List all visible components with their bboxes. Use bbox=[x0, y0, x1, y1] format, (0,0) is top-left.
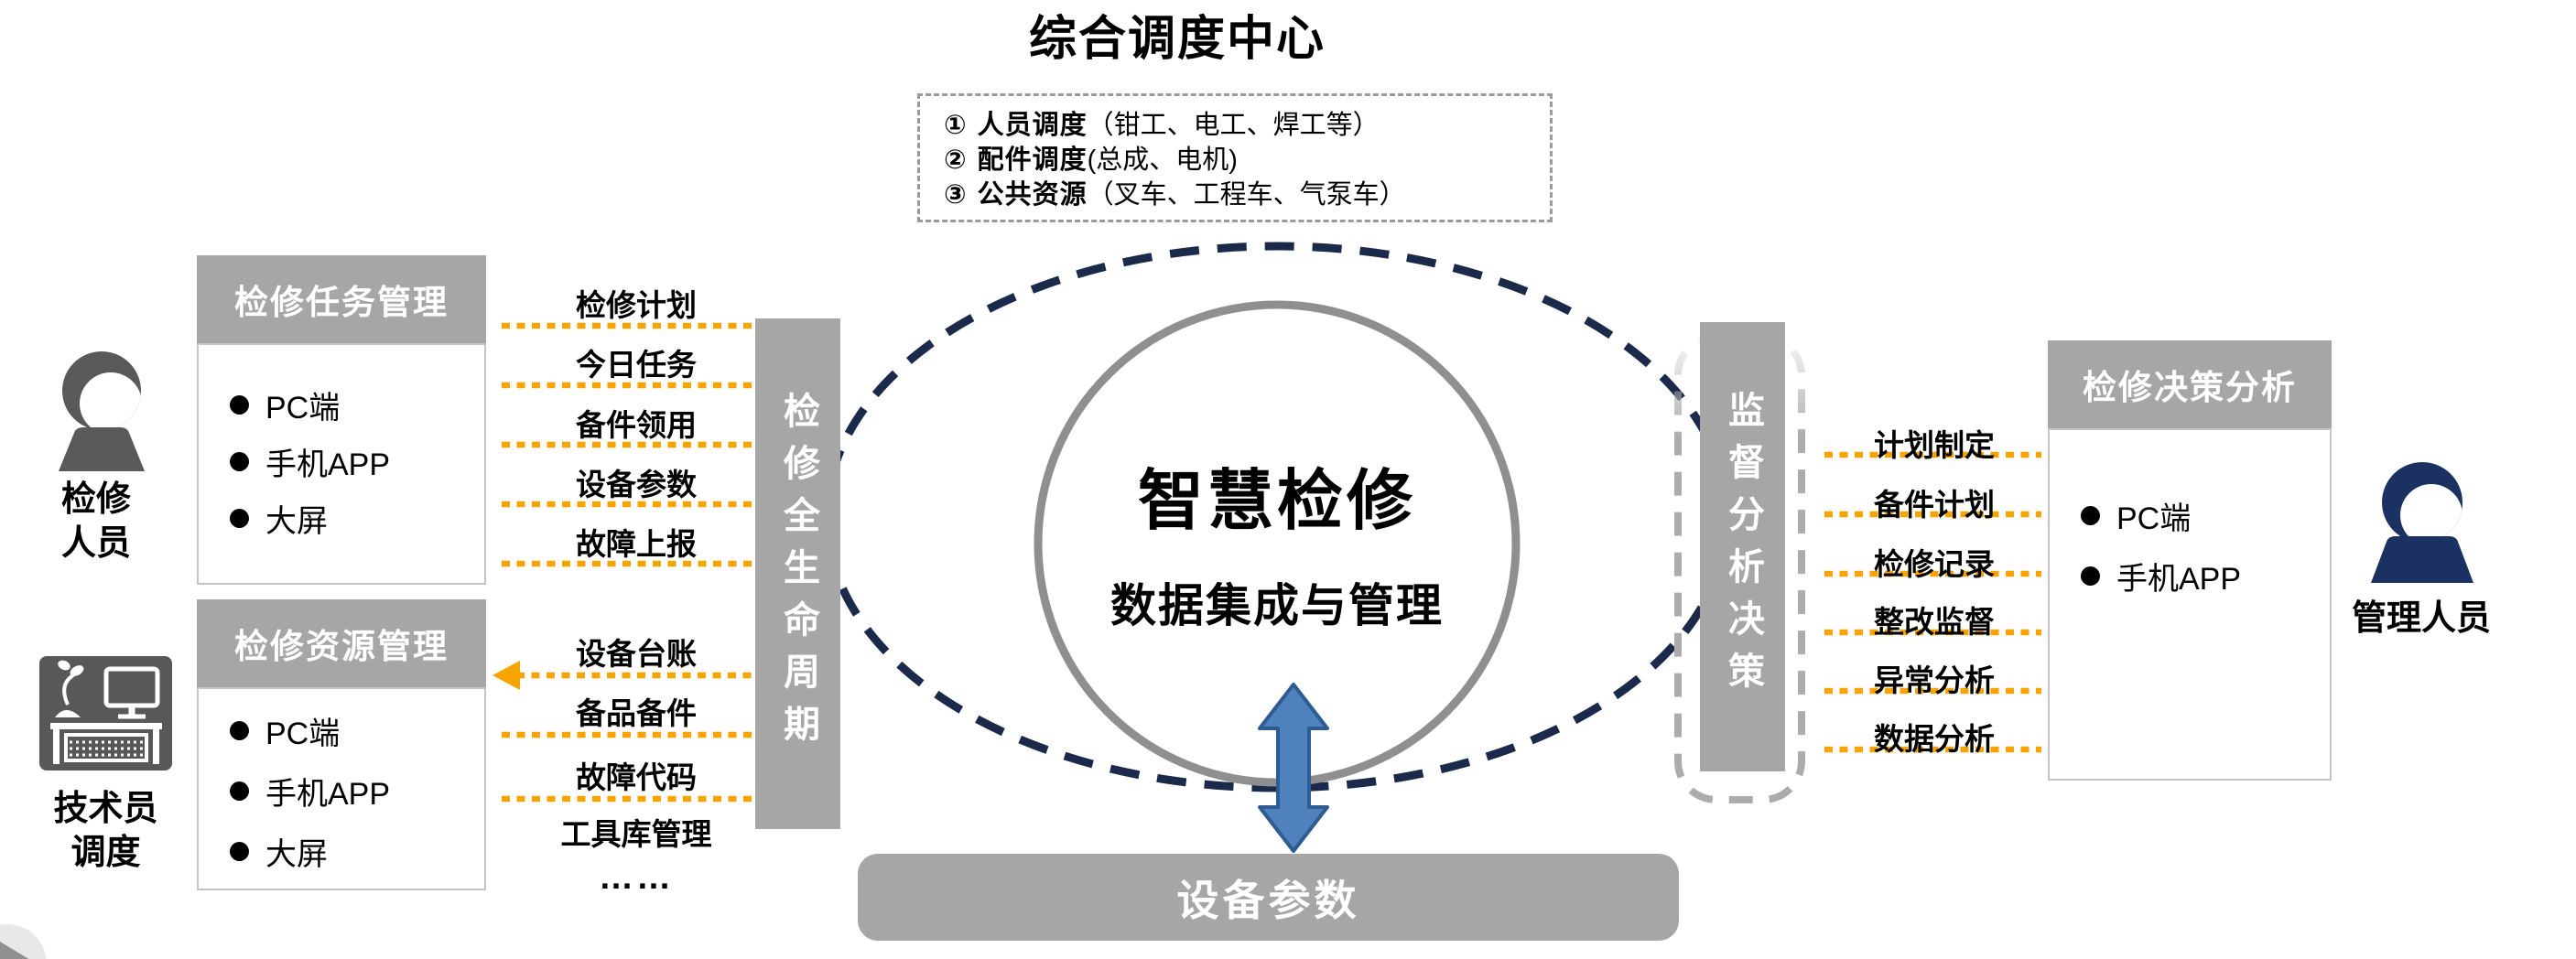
core-subtitle: 数据集成与管理 bbox=[1110, 580, 1444, 631]
decision-analysis-box-title: 检修决策分析 bbox=[2048, 340, 2332, 428]
legend-item-personnel: ① 人员调度（钳工、电工、焊工等） bbox=[944, 108, 1550, 143]
link-device-param: 设备参数 bbox=[576, 468, 697, 501]
bullet-dot-icon bbox=[230, 451, 249, 471]
link-rectify-supervise: 整改监督 bbox=[1874, 605, 1995, 639]
list-item: PC端 bbox=[2050, 485, 2330, 545]
bullet-label: PC端 bbox=[265, 716, 341, 751]
bullet-dot-icon bbox=[230, 781, 249, 801]
link-ellipsis: …… bbox=[599, 858, 674, 897]
link-tool-library: 工具库管理 bbox=[560, 817, 712, 851]
list-item: 大屏 bbox=[199, 490, 484, 546]
list-item: PC端 bbox=[199, 376, 484, 433]
core-title: 智慧检修 bbox=[1137, 465, 1416, 538]
updown-arrow-icon bbox=[1258, 683, 1329, 853]
link-maint-record: 检修记录 bbox=[1874, 547, 1995, 581]
circled-3-icon: ③ bbox=[944, 180, 967, 210]
circled-2-icon: ② bbox=[944, 145, 967, 175]
maintenance-person-label-line1: 检修 bbox=[60, 480, 131, 519]
technician-label-line1: 技术员 bbox=[53, 790, 158, 828]
link-spare-claim: 备件领用 bbox=[576, 408, 697, 442]
maintenance-resource-box-title: 检修资源管理 bbox=[197, 599, 486, 687]
left-arrowhead-icon bbox=[492, 661, 520, 690]
legend-item-parts: ② 配件调度(总成、电机) bbox=[944, 143, 1550, 178]
decision-analysis-box: 检修决策分析 PC端 手机APP bbox=[2048, 340, 2332, 781]
bullet-label: 大屏 bbox=[265, 503, 328, 539]
list-item: 手机APP bbox=[199, 433, 484, 490]
maintenance-task-box-title: 检修任务管理 bbox=[197, 255, 486, 343]
list-item: 手机APP bbox=[199, 760, 484, 821]
maintenance-person-icon bbox=[59, 351, 145, 471]
bullet-dot-icon bbox=[230, 394, 249, 415]
list-item: PC端 bbox=[199, 700, 484, 760]
legend-term: 人员调度 bbox=[977, 111, 1088, 140]
circled-1-icon: ① bbox=[944, 111, 967, 140]
link-plan-making: 计划制定 bbox=[1874, 428, 1995, 462]
bullet-label: 大屏 bbox=[265, 836, 328, 872]
link-device-ledger: 设备台账 bbox=[576, 637, 697, 671]
legend-term: 公共资源 bbox=[977, 180, 1088, 210]
bullet-label: 手机APP bbox=[265, 447, 391, 482]
list-item: 手机APP bbox=[2050, 545, 2330, 606]
supervision-bar: 监督分析决策 bbox=[1700, 322, 1785, 771]
bullet-dot-icon bbox=[2081, 505, 2100, 525]
device-param-bar: 设备参数 bbox=[858, 854, 1679, 941]
bullet-dot-icon bbox=[230, 841, 249, 861]
link-spare-parts: 备品备件 bbox=[576, 696, 697, 730]
technician-label: 技术员 调度 bbox=[39, 787, 172, 875]
manager-label: 管理人员 bbox=[2351, 599, 2491, 638]
technician-desk-icon bbox=[39, 656, 172, 770]
lifecycle-bar: 检修全生命周期 bbox=[755, 318, 840, 829]
lifecycle-bar-label: 检修全生命周期 bbox=[778, 391, 818, 757]
link-data-analysis: 数据分析 bbox=[1874, 722, 1995, 756]
legend-detail: (总成、电机) bbox=[1087, 145, 1238, 175]
link-today-task: 今日任务 bbox=[576, 348, 697, 382]
page-title: 综合调度中心 bbox=[1028, 13, 1326, 66]
supervision-bar-label: 监督分析决策 bbox=[1723, 390, 1763, 704]
link-maint-plan: 检修计划 bbox=[576, 288, 697, 322]
link-fault-report: 故障上报 bbox=[576, 527, 697, 561]
technician-label-line2: 调度 bbox=[70, 834, 141, 872]
next-button[interactable] bbox=[0, 924, 47, 959]
bullet-dot-icon bbox=[230, 720, 249, 740]
maintenance-person-label: 检修 人员 bbox=[36, 478, 157, 566]
bullet-dot-icon bbox=[2081, 566, 2100, 586]
legend-item-public-resource: ③ 公共资源（叉车、工程车、气泵车） bbox=[944, 178, 1550, 212]
maintenance-task-box: 检修任务管理 PC端 手机APP 大屏 bbox=[197, 255, 486, 585]
dispatch-legend-box: ① 人员调度（钳工、电工、焊工等） ② 配件调度(总成、电机) ③ 公共资源（叉车、工… bbox=[917, 93, 1553, 222]
link-fault-code: 故障代码 bbox=[576, 760, 697, 794]
maintenance-person-label-line2: 人员 bbox=[60, 524, 131, 563]
list-item: 大屏 bbox=[199, 821, 484, 881]
maintenance-resource-box: 检修资源管理 PC端 手机APP 大屏 bbox=[197, 599, 486, 890]
bullet-dot-icon bbox=[230, 508, 249, 528]
bullet-label: 手机APP bbox=[2116, 561, 2242, 597]
link-anomaly-analysis: 异常分析 bbox=[1874, 663, 1995, 697]
bullet-label: PC端 bbox=[2116, 501, 2192, 536]
bullet-label: PC端 bbox=[265, 390, 341, 426]
legend-detail: （叉车、工程车、气泵车） bbox=[1087, 180, 1406, 210]
bullet-label: 手机APP bbox=[265, 776, 391, 812]
manager-person-icon bbox=[2371, 462, 2473, 583]
legend-term: 配件调度 bbox=[977, 145, 1088, 175]
link-spare-plan: 备件计划 bbox=[1874, 488, 1995, 522]
chevron-right-icon bbox=[0, 941, 29, 959]
legend-detail: （钳工、电工、焊工等） bbox=[1087, 111, 1380, 140]
